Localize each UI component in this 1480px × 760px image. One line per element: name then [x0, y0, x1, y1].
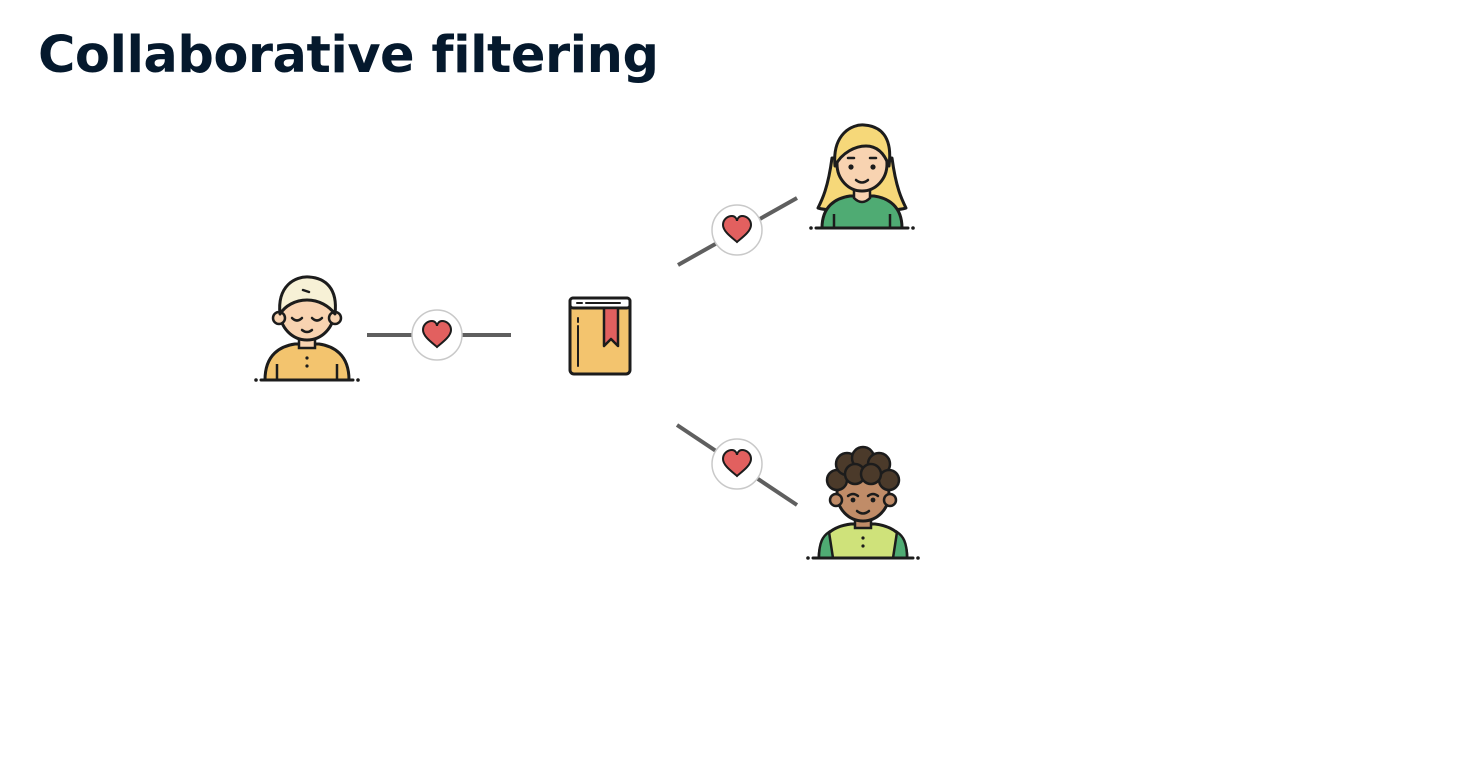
person-curly-hair-icon	[806, 445, 920, 560]
heart-badge-user-a-book	[411, 309, 463, 361]
book-icon	[568, 296, 632, 376]
heart-badge-book-user-c	[711, 438, 763, 490]
page-title: Collaborative filtering	[38, 26, 659, 85]
heart-badge-book-user-b	[711, 204, 763, 256]
person-light-hair-icon	[254, 275, 360, 382]
person-blonde-woman-icon	[809, 123, 915, 230]
